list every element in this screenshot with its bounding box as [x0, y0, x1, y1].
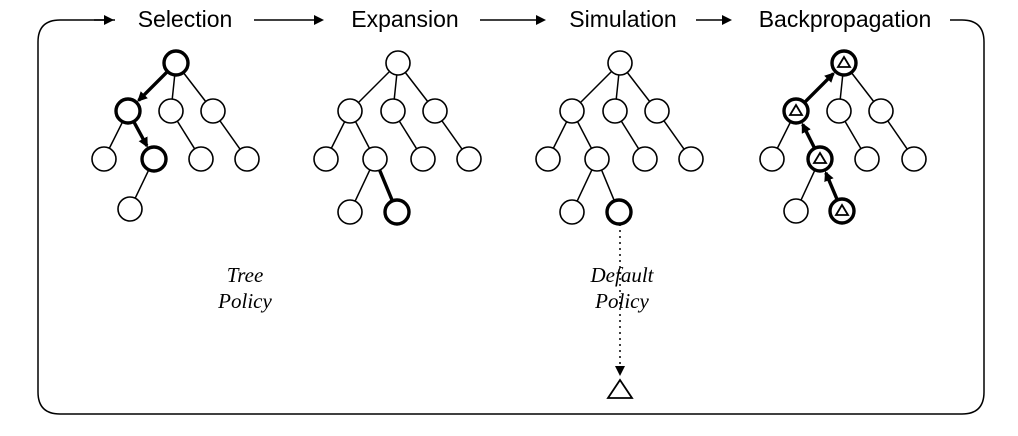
tree-edge: [134, 169, 150, 199]
tree-node: [337, 98, 363, 124]
tree-edge: [393, 74, 398, 100]
tree-edge-arrow: [824, 170, 839, 200]
tree-node: [868, 98, 894, 124]
stage-title-backpropagation: Backpropagation: [759, 6, 932, 32]
tree-node: [91, 146, 117, 172]
tree-edge: [887, 120, 908, 150]
tree-node: [383, 198, 411, 226]
tree-node: [830, 49, 858, 77]
tree-edge: [663, 120, 685, 150]
tree-edge: [800, 169, 816, 201]
tree-node: [337, 199, 363, 225]
tree-node: [410, 146, 436, 172]
tree-edge: [776, 121, 792, 149]
stage-title-expansion: Expansion: [351, 6, 458, 32]
tree-node: [158, 98, 184, 124]
tree-node: [584, 146, 610, 172]
tree-node: [140, 145, 168, 173]
terminal-triangle-icon: [606, 378, 634, 399]
tree-node: [901, 146, 927, 172]
tree-node: [535, 146, 561, 172]
tree-node: [605, 198, 633, 226]
tree-edge-arrow: [137, 70, 169, 102]
tree-edge: [576, 169, 593, 202]
cycle-loop: [37, 15, 985, 415]
tree-edge: [404, 72, 429, 102]
tree-node: [602, 98, 628, 124]
tree-node: [313, 146, 339, 172]
tree-edge: [378, 169, 394, 202]
tree-policy-line1: Tree: [227, 263, 264, 287]
tree-edge: [552, 121, 568, 149]
tree-node: [385, 50, 411, 76]
tree-node: [759, 146, 785, 172]
tree-edge-arrow: [801, 122, 816, 149]
tree-edge: [182, 72, 207, 102]
default-policy-line2: Policy: [594, 289, 649, 313]
tree-edge: [579, 70, 613, 104]
tree-node: [362, 146, 388, 172]
tree-edge: [844, 120, 862, 150]
tree-node: [200, 98, 226, 124]
tree-backpropagation: [759, 49, 927, 225]
tree-edge-arrow: [132, 121, 149, 148]
tree-node: [678, 146, 704, 172]
value-triangle-icon: [834, 203, 850, 216]
tree-edge: [441, 120, 463, 150]
tree-edge: [357, 70, 391, 104]
tree-edge: [330, 121, 346, 149]
value-triangle-icon: [812, 151, 828, 164]
stage-title-simulation: Simulation: [569, 6, 676, 32]
tree-edge: [600, 169, 616, 202]
stage-title-selection: Selection: [138, 6, 233, 32]
tree-node: [559, 199, 585, 225]
tree-edge: [108, 121, 124, 149]
tree-edge: [219, 120, 241, 150]
tree-edge: [176, 120, 196, 150]
tree-node: [854, 146, 880, 172]
tree-node: [826, 98, 852, 124]
tree-edge: [576, 121, 593, 149]
tree-node: [114, 97, 142, 125]
tree-node: [234, 146, 260, 172]
tree-node: [782, 97, 810, 125]
tree-node: [783, 198, 809, 224]
tree-simulation: [535, 50, 704, 226]
tree-node: [456, 146, 482, 172]
tree-edge: [354, 169, 371, 202]
tree-edge: [620, 120, 640, 150]
value-triangle-icon: [836, 55, 852, 68]
tree-node: [162, 49, 190, 77]
tree-node: [559, 98, 585, 124]
tree-node: [607, 50, 633, 76]
tree-node: [188, 146, 214, 172]
tree-edge: [626, 72, 651, 102]
tree-edge: [615, 74, 620, 100]
tree-expansion: [313, 50, 482, 226]
tree-policy-line2: Policy: [217, 289, 272, 313]
tree-edge: [171, 74, 176, 100]
tree-node: [380, 98, 406, 124]
tree-node: [644, 98, 670, 124]
value-triangle-icon: [788, 103, 804, 116]
tree-node: [117, 196, 143, 222]
tree-edge: [354, 121, 371, 149]
default-policy-line1: Default: [590, 263, 655, 287]
tree-edge-arrow: [803, 72, 835, 104]
tree-edge: [850, 72, 875, 102]
tree-selection: [91, 49, 260, 222]
tree-node: [632, 146, 658, 172]
tree-edge: [398, 120, 418, 150]
tree-node: [828, 197, 856, 225]
tree-edge: [839, 74, 844, 100]
tree-node: [806, 145, 834, 173]
tree-node: [422, 98, 448, 124]
